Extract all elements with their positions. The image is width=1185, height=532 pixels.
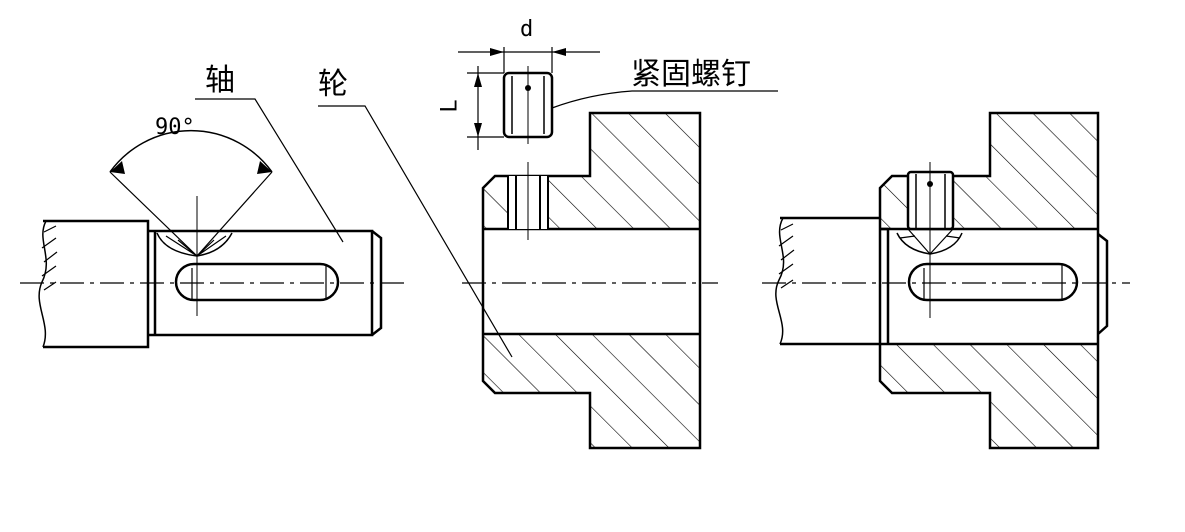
- cone-point-dimple: [156, 232, 233, 257]
- assembly-shaft-break: [775, 217, 785, 345]
- angle-label: 90°: [155, 115, 195, 140]
- length-arrow-top: [474, 73, 482, 87]
- shaft-break-hatch: [41, 225, 58, 291]
- shaft-view: [20, 98, 408, 349]
- hub-outline: [481, 111, 702, 450]
- assembly-shaft-break-hatch: [778, 223, 795, 289]
- shaft-large-section: [43, 219, 150, 349]
- set-screw-label: 紧固螺钉: [631, 57, 751, 92]
- installed-screw-center-mark: [927, 181, 933, 187]
- angle-arrow-right: [257, 161, 272, 174]
- diameter-arrow-left: [490, 48, 504, 56]
- hub-view: [318, 47, 778, 450]
- shaft-label: 轴: [205, 63, 235, 98]
- length-arrow-bottom: [474, 123, 482, 137]
- assembly-shaft-end: [1097, 233, 1109, 335]
- diameter-dimension: [458, 47, 600, 73]
- installed-screw-thread-lines: [915, 174, 946, 228]
- cone-point-lines: [165, 235, 227, 257]
- diameter-arrow-right: [552, 48, 566, 56]
- angle-leg-left: [109, 171, 198, 257]
- angle-leg-right: [196, 171, 273, 257]
- assembly-shaft-inside: [880, 227, 890, 344]
- shaft-leader-line: [195, 98, 344, 243]
- angle-arc: [109, 129, 273, 173]
- hub-label: 轮: [318, 67, 348, 102]
- assembly-hub-outline: [878, 111, 1100, 450]
- diameter-dimension-label: d: [520, 17, 534, 42]
- shaft-break-line: [38, 220, 47, 348]
- installed-cone-lines: [899, 228, 961, 255]
- length-dimension: [467, 66, 504, 150]
- length-dimension-label: L: [437, 99, 463, 113]
- hub-body-hatched: [483, 113, 700, 448]
- angle-arrow-left: [110, 161, 125, 174]
- threaded-hole-lines: [507, 176, 549, 229]
- assembly-shaft-large: [780, 216, 880, 346]
- set-screw-thread-lines: [511, 76, 545, 134]
- set-screw-center-mark: [525, 85, 531, 91]
- assembly-keyway-slot: [907, 262, 1079, 302]
- hub-leader-line: [318, 105, 513, 358]
- assembly-view: [762, 111, 1130, 450]
- keyway-slot: [174, 262, 340, 302]
- set-screw-leader-line: [551, 90, 778, 109]
